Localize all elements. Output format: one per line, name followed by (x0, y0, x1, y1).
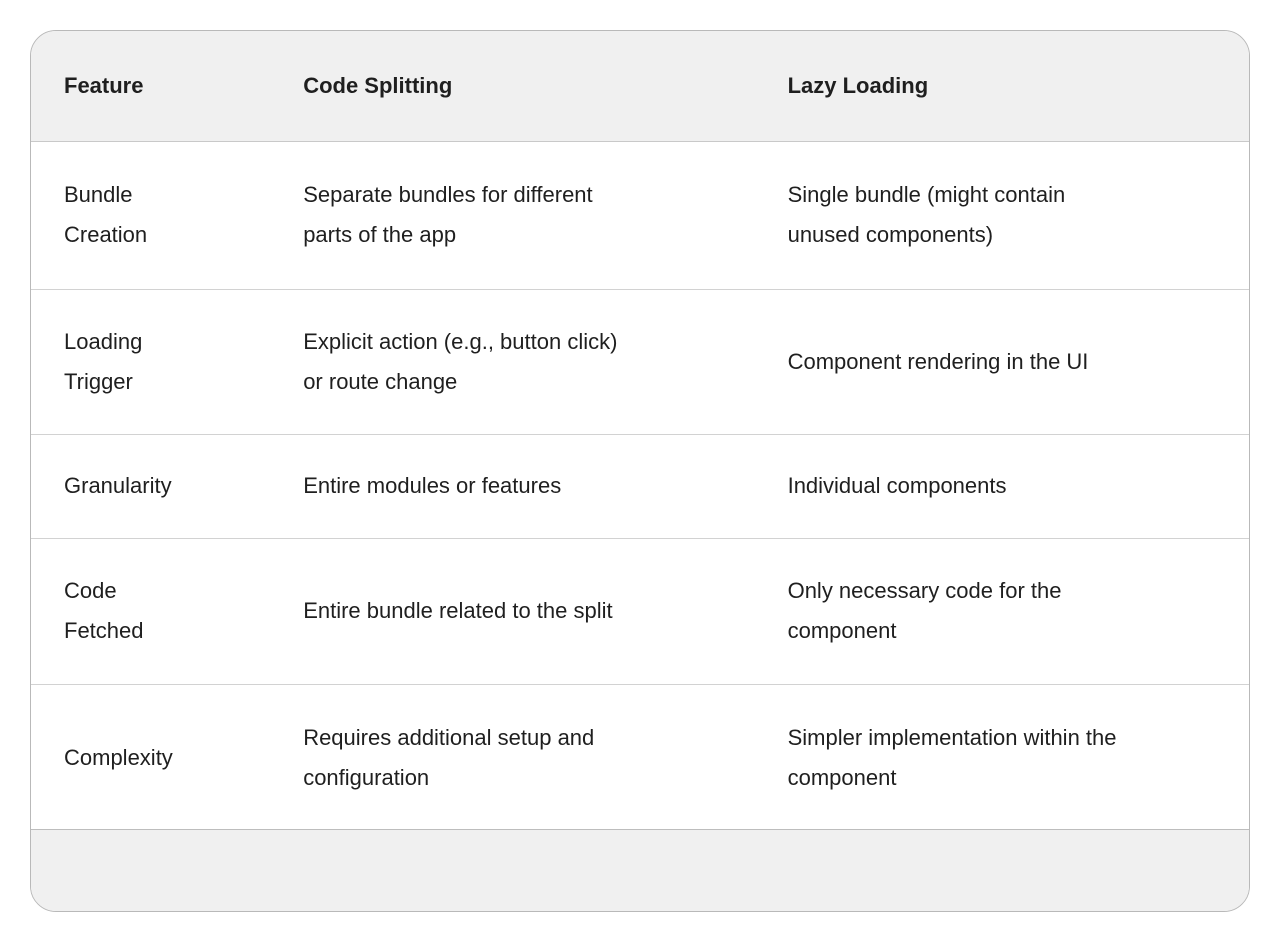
cell-feature: Loading Trigger (64, 328, 143, 394)
table-row: Bundle Creation Separate bundles for dif… (31, 141, 1249, 289)
header-cell-lazy-loading: Lazy Loading (754, 31, 1249, 142)
table-footer-band (31, 829, 1249, 911)
table-header: Feature Code Splitting Lazy Loading (31, 31, 1249, 142)
cell-feature: Complexity (64, 744, 173, 770)
table-row: Complexity Requires additional setup and… (31, 684, 1249, 831)
cell-lazy-loading: Component rendering in the UI (787, 348, 1089, 374)
cell-code-splitting: Entire bundle related to the split (303, 598, 613, 623)
cell-code-splitting: Separate bundles for different parts of … (303, 182, 593, 247)
cell-feature: Code Fetched (64, 578, 144, 643)
header-cell-feature: Feature (31, 31, 271, 142)
cell-code-splitting: Entire modules or features (303, 473, 562, 498)
header-cell-code-splitting: Code Splitting (270, 31, 755, 142)
cell-code-splitting: Requires additional setup and configurat… (303, 724, 595, 790)
header-row: Feature Code Splitting Lazy Loading (31, 31, 1249, 142)
table-row: Loading Trigger Explicit action (e.g., b… (31, 289, 1249, 434)
cell-lazy-loading: Single bundle (might contain unused comp… (787, 182, 1066, 247)
table-row: Granularity Entire modules or features I… (31, 434, 1249, 538)
table-body: Bundle Creation Separate bundles for dif… (31, 141, 1249, 831)
comparison-table-card: Feature Code Splitting Lazy Loading Bund… (30, 30, 1250, 912)
cell-lazy-loading: Individual components (787, 473, 1007, 498)
cell-feature: Bundle Creation (64, 182, 148, 247)
cell-code-splitting: Explicit action (e.g., button click) or … (303, 328, 618, 394)
cell-lazy-loading: Simpler implementation within the compon… (787, 724, 1117, 790)
cell-lazy-loading: Only necessary code for the component (787, 578, 1062, 643)
table-row: Code Fetched Entire bundle related to th… (31, 538, 1249, 684)
cell-feature: Granularity (64, 473, 172, 498)
comparison-table: Feature Code Splitting Lazy Loading Bund… (31, 31, 1249, 832)
